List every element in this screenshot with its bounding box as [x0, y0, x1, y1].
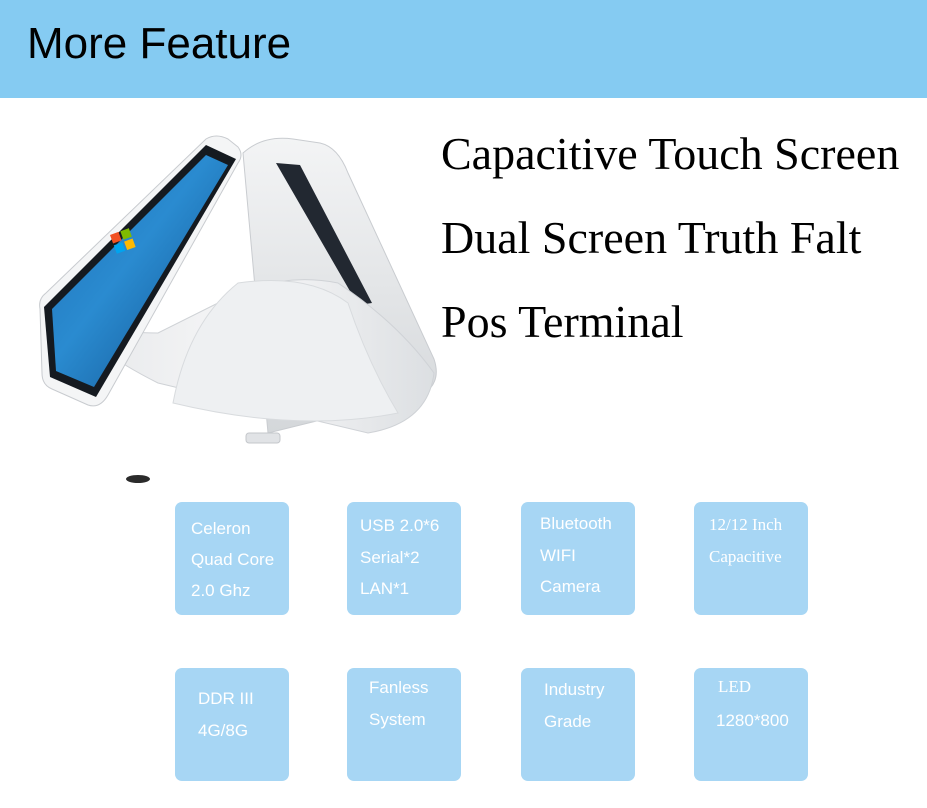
header-title: More Feature — [27, 19, 292, 68]
tile-line: 2.0 Ghz — [191, 581, 251, 600]
tile-line: Celeron — [191, 519, 251, 538]
tile-line: Serial*2 — [360, 548, 420, 567]
feature-tile-memory: DDR III 4G/8G — [175, 668, 289, 781]
header-bar: More Feature — [0, 0, 927, 98]
tile-line: Camera — [540, 577, 601, 596]
feature-tile-wireless: Bluetooth WIFI Camera — [521, 502, 635, 615]
tile-line: Grade — [544, 712, 592, 731]
feature-tile-display: LED 1280*800 — [694, 668, 808, 781]
tile-line: LAN*1 — [360, 579, 410, 598]
pos-terminal-image — [39, 135, 437, 483]
windows-logo-icon — [110, 228, 136, 254]
tile-line: USB 2.0*6 — [360, 516, 440, 535]
tile-line: System — [369, 710, 426, 729]
feature-tile-cooling: Fanless System — [347, 668, 461, 781]
tile-line: DDR III — [198, 689, 254, 708]
tile-line: 1280*800 — [716, 711, 789, 730]
main-screen-display — [52, 155, 228, 387]
headline-line-2: Dual Screen Truth Falt — [441, 212, 862, 263]
tile-line: Capacitive — [709, 547, 782, 566]
tile-line: Quad Core — [191, 550, 275, 569]
feature-tile-screen: 12/12 Inch Capacitive — [694, 502, 808, 615]
tile-line: WIFI — [540, 546, 576, 565]
arch-cavity — [172, 280, 399, 422]
tile-line: LED — [718, 677, 752, 696]
feature-tile-grade: Industry Grade — [521, 668, 635, 781]
power-button — [245, 432, 281, 444]
headline-line-1: Capacitive Touch Screen — [441, 128, 900, 179]
feature-tile-ports: USB 2.0*6 Serial*2 LAN*1 — [347, 502, 461, 615]
feature-tile-cpu: Celeron Quad Core 2.0 Ghz — [175, 502, 289, 615]
headline-line-3: Pos Terminal — [441, 296, 684, 347]
tile-line: Fanless — [369, 678, 429, 697]
tile-line: 12/12 Inch — [709, 515, 783, 534]
foot-left — [126, 475, 150, 483]
tile-line: Industry — [544, 680, 605, 699]
tile-line: Bluetooth — [540, 514, 612, 533]
tile-line: 4G/8G — [198, 721, 249, 740]
rear-screen — [276, 163, 372, 305]
